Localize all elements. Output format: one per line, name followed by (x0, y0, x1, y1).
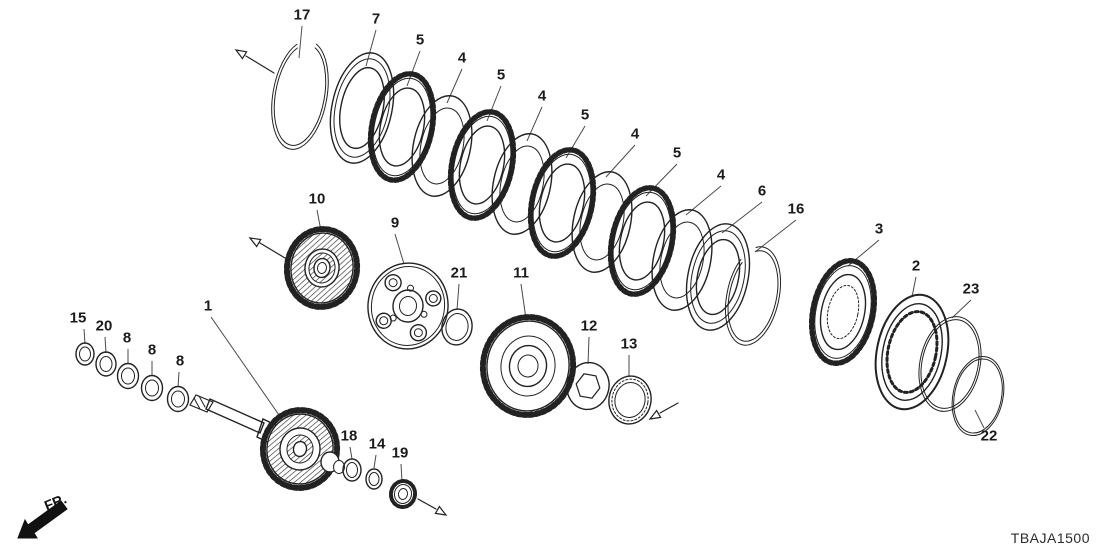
callout-8: 8 (122, 329, 132, 347)
part-8 (140, 374, 164, 402)
part-2 (874, 293, 950, 411)
callout-5: 5 (496, 66, 506, 84)
callout-4: 4 (537, 87, 547, 105)
callout-4: 4 (630, 125, 640, 143)
part-4-plate (411, 95, 473, 197)
callout-13: 13 (620, 335, 638, 353)
part-10 (283, 226, 361, 310)
part-19 (388, 479, 418, 509)
part-6 (685, 223, 751, 331)
leader-lines (83, 25, 985, 482)
part-3 (808, 258, 878, 366)
part-5-disc (527, 147, 597, 259)
callout-5: 5 (415, 31, 425, 49)
direction-arrow (248, 237, 286, 259)
part-21 (441, 308, 473, 346)
part-12 (566, 361, 610, 411)
callout-6: 6 (757, 182, 767, 200)
callout-12: 12 (580, 317, 598, 335)
callout-8: 8 (147, 341, 157, 359)
callout-9: 9 (390, 214, 400, 232)
diagram-code: TBAJA1500 (1010, 530, 1090, 546)
callout-22: 22 (980, 427, 998, 445)
callout-18: 18 (340, 427, 358, 445)
part-5-disc (367, 71, 437, 183)
part-20 (95, 351, 117, 377)
part-7 (329, 52, 395, 164)
part-9 (367, 262, 449, 350)
callout-14: 14 (368, 435, 386, 453)
part-5-disc (447, 109, 517, 221)
callout-19: 19 (391, 444, 409, 462)
part-4-plate (491, 133, 553, 235)
part-1 (189, 394, 345, 491)
callout-10: 10 (308, 190, 326, 208)
part-17 (271, 40, 329, 150)
callout-8: 8 (175, 352, 185, 370)
direction-arrow (234, 49, 275, 74)
part-23 (918, 316, 982, 412)
part-8 (116, 362, 140, 390)
callout-5: 5 (580, 106, 590, 124)
part-4-plate (651, 209, 713, 311)
callout-15: 15 (69, 309, 87, 327)
callout-4: 4 (716, 166, 726, 184)
callout-2: 2 (911, 257, 921, 275)
part-13 (608, 375, 652, 425)
callout-21: 21 (450, 264, 468, 282)
fr-direction-arrow (17, 500, 68, 539)
direction-arrow (648, 402, 679, 420)
callout-4: 4 (457, 49, 467, 67)
callout-23: 23 (962, 280, 980, 298)
direction-arrow (417, 498, 448, 516)
callout-20: 20 (95, 317, 113, 335)
part-22 (951, 356, 1005, 436)
callout-5: 5 (672, 144, 682, 162)
callout-17: 17 (293, 6, 311, 24)
part-18 (342, 458, 362, 482)
callout-11: 11 (513, 264, 529, 282)
callout-1: 1 (203, 297, 213, 315)
part-8 (166, 385, 190, 413)
part-11 (479, 314, 577, 418)
callout-16: 16 (787, 200, 805, 218)
part-14 (365, 468, 383, 490)
part-5-disc (607, 185, 677, 297)
part-16 (725, 246, 781, 346)
callout-3: 3 (874, 220, 884, 238)
callout-7: 7 (371, 10, 381, 28)
part-15 (75, 342, 95, 366)
part-4-plate (571, 171, 633, 273)
